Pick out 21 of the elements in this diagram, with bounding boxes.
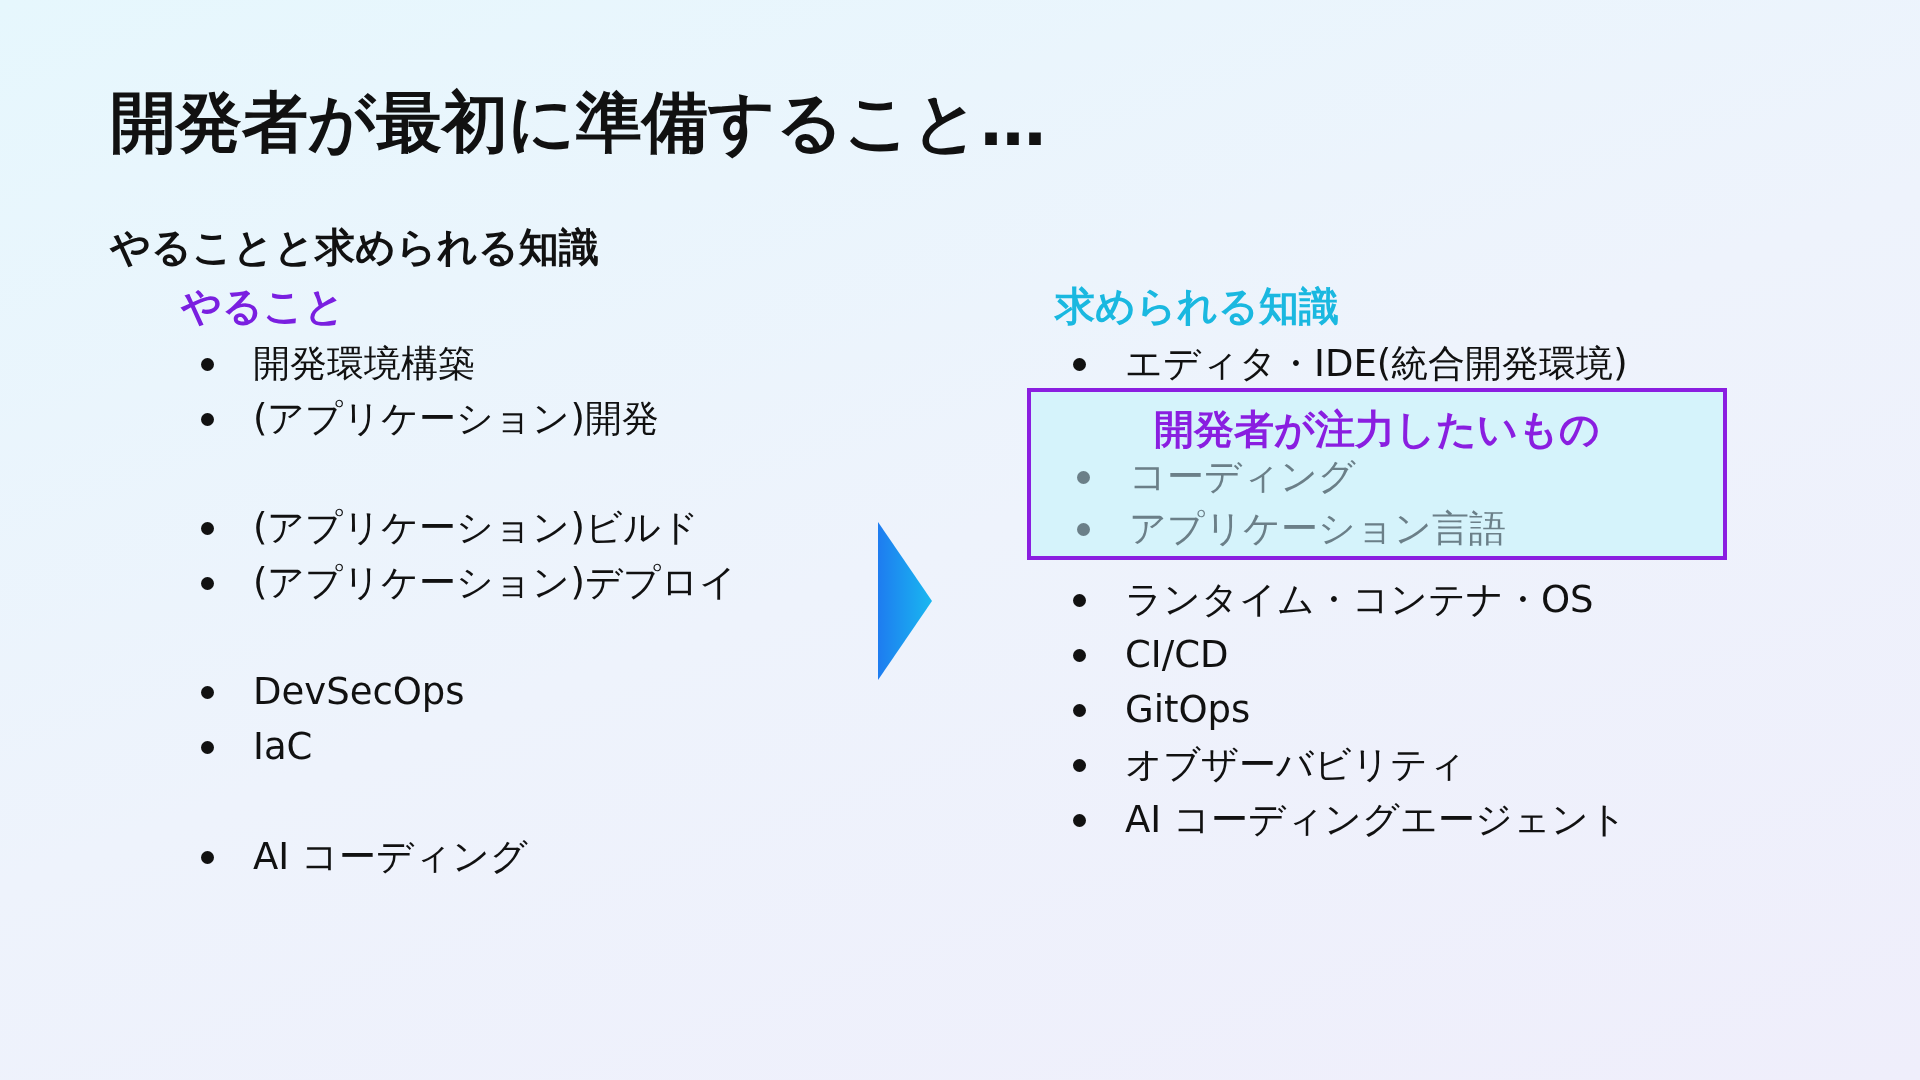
list-item: DevSecOps bbox=[253, 669, 465, 715]
column-heading: 求められる知識 bbox=[1055, 282, 1339, 331]
list-item: アプリケーション言語 bbox=[1129, 506, 1506, 552]
list-item: CI/CD bbox=[1125, 632, 1229, 678]
list-item: AI コーディング bbox=[253, 834, 528, 880]
list-item: AI コーディングエージェント bbox=[1125, 797, 1627, 843]
list-item: オブザーバビリティ bbox=[1125, 742, 1466, 788]
list-item: 開発環境構築 bbox=[253, 341, 475, 387]
list-item: コーディング bbox=[1129, 454, 1356, 500]
list-item: IaC bbox=[253, 724, 313, 770]
list-item: エディタ・IDE(統合開発環境) bbox=[1125, 341, 1628, 387]
list-item: GitOps bbox=[1125, 687, 1251, 733]
highlight-box bbox=[1027, 388, 1727, 560]
list-item: (アプリケーション)ビルド bbox=[253, 505, 699, 551]
column-heading: やること bbox=[181, 282, 345, 331]
section-heading: やることと求められる知識 bbox=[110, 223, 599, 272]
list-item: (アプリケーション)デプロイ bbox=[253, 560, 737, 606]
highlight-label: 開発者が注力したいもの bbox=[1153, 405, 1601, 454]
slide-title: 開発者が最初に準備すること… bbox=[110, 83, 1046, 163]
list-item: ランタイム・コンテナ・OS bbox=[1125, 577, 1594, 623]
list-item: (アプリケーション)開発 bbox=[253, 396, 659, 442]
